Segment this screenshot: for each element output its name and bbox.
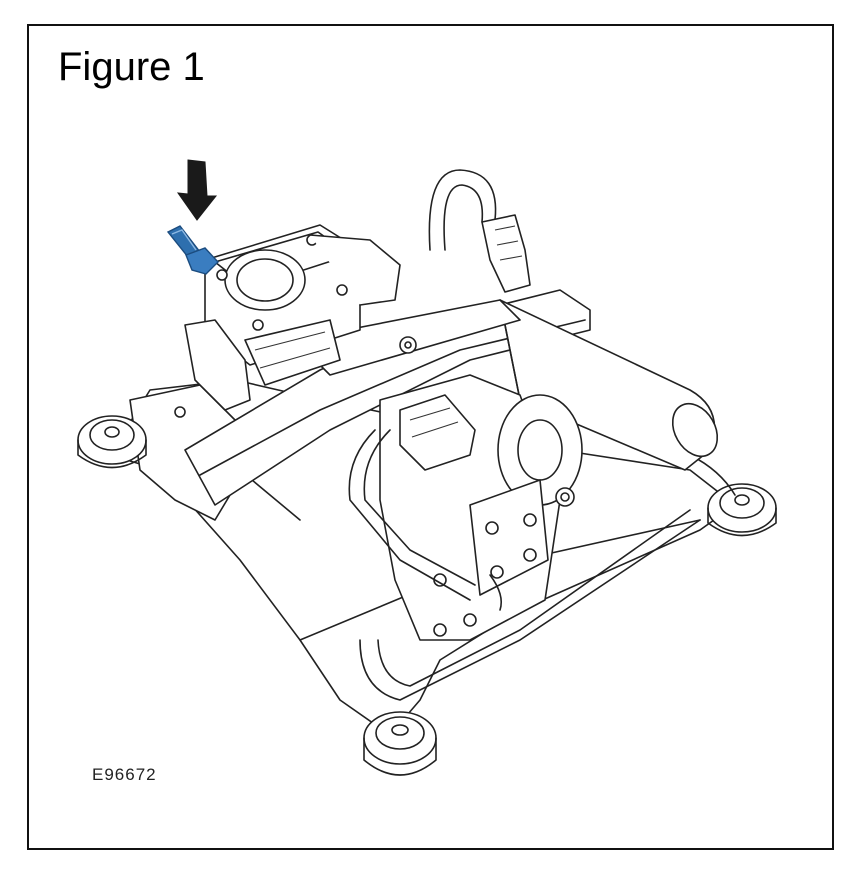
down-arrow-icon xyxy=(178,160,216,220)
electrical-connector xyxy=(482,215,530,292)
compressor-connector xyxy=(400,395,475,470)
mount-front-left xyxy=(78,416,146,468)
motor-body xyxy=(500,300,726,470)
exhaust-fitting-highlight xyxy=(168,226,218,274)
air-hose xyxy=(360,170,735,700)
figure-code: E96672 xyxy=(92,765,157,784)
valve-block xyxy=(185,225,400,410)
figure-title: Figure 1 xyxy=(58,45,205,89)
mount-front-right xyxy=(708,484,776,536)
delivery-pipe xyxy=(349,430,475,600)
mount-rear xyxy=(364,712,436,775)
